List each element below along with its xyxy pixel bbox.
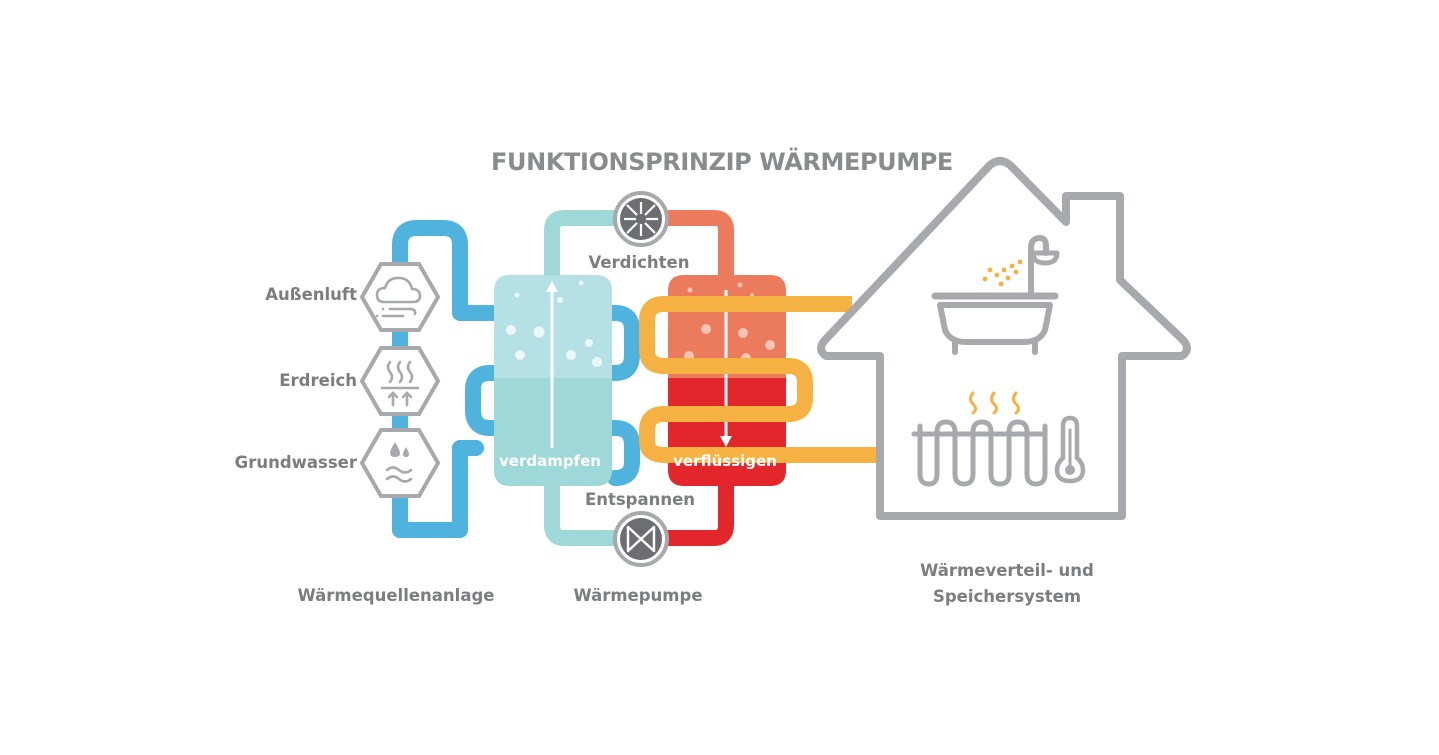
evaporator [494,275,612,486]
up-arrow-icon [546,281,558,292]
expand-label: Entspannen [585,490,695,509]
compress-label: Verdichten [588,253,689,272]
water-drops-icon [359,428,441,498]
expansion-valve-icon [613,511,669,567]
source-loop-pipe [392,220,640,538]
source-label-water: Grundwasser [235,453,358,472]
condense-label: verflüssigen [673,452,777,470]
caption-distribution-line1: Wärmeverteil- und [920,561,1094,580]
source-label-ground: Erdreich [279,371,357,390]
compressor-icon [613,191,669,247]
house-outline [817,157,1191,520]
heating-loop-pipe [639,296,885,463]
bathtub-icon [931,235,1060,355]
caption-source-system: Wärmequellenanlage [298,586,495,605]
cold-refrigerant-pipe [544,210,618,546]
caption-distribution-line2: Speichersystem [933,587,1081,606]
heating-coil-icon [911,419,1048,487]
down-arrow-icon [720,436,732,447]
diagram-title: FUNKTIONSPRINZIP WÄRMEPUMPE [491,147,953,176]
ground-heat-icon [359,346,441,416]
caption-heat-pump: Wärmepumpe [573,586,702,605]
water-spray-dots [982,259,1023,287]
heat-waves-icon [969,391,1020,415]
source-label-air: Außenluft [265,285,357,304]
cloud-wind-icon [359,262,441,332]
evaporate-label: verdampfen [499,452,601,470]
thermometer-icon [1054,415,1086,484]
condensate-pipe [666,480,734,546]
hot-refrigerant-pipe [666,210,734,280]
